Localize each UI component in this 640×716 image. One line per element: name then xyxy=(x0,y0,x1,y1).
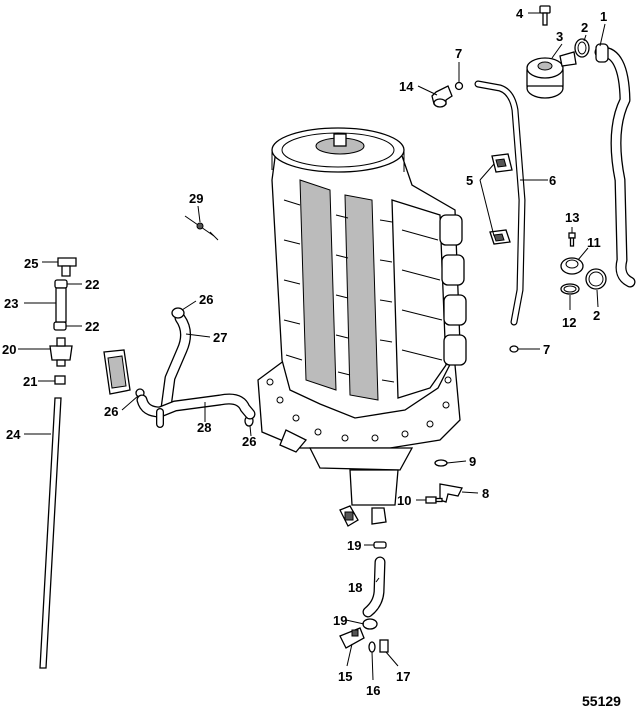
callout-6: 6 xyxy=(549,173,556,188)
part-22-clamp-upper xyxy=(54,279,68,289)
callout-24: 24 xyxy=(6,427,21,442)
callout-5: 5 xyxy=(466,173,473,188)
callout-16: 16 xyxy=(366,683,380,698)
callout-7-lower: 7 xyxy=(543,342,550,357)
callout-22-upper: 22 xyxy=(85,277,99,292)
callout-21: 21 xyxy=(23,374,37,389)
part-27-hose xyxy=(160,312,191,414)
callout-15: 15 xyxy=(338,669,352,684)
callout-26-left: 26 xyxy=(104,404,118,419)
part-26-clamp-top xyxy=(171,307,185,319)
callout-20: 20 xyxy=(2,342,16,357)
part-13-screw xyxy=(568,232,576,247)
part-10-bolt xyxy=(425,496,443,504)
part-18-hose xyxy=(362,556,386,618)
callout-26-right: 26 xyxy=(242,434,256,449)
part-11-cap xyxy=(560,257,584,275)
figure-number: 55129 xyxy=(582,693,621,709)
callout-1: 1 xyxy=(600,9,607,24)
callout-13: 13 xyxy=(565,210,579,225)
callout-12: 12 xyxy=(562,315,576,330)
part-1-hose xyxy=(594,43,636,288)
part-17-fitting xyxy=(379,639,389,653)
callout-27: 27 xyxy=(213,330,227,345)
module-bracket xyxy=(103,349,131,395)
callout-labels: 1 2 2 3 4 5 6 7 7 8 9 10 11 12 13 14 15 … xyxy=(2,6,607,698)
part-20-filter xyxy=(49,337,73,367)
leader-lines xyxy=(18,12,606,681)
callout-29: 29 xyxy=(189,191,203,206)
callout-22-lower: 22 xyxy=(85,319,99,334)
part-7-fitting-lower xyxy=(509,345,519,353)
callout-26-top: 26 xyxy=(199,292,213,307)
part-2-clamp-lower xyxy=(585,268,607,290)
callout-28: 28 xyxy=(197,420,211,435)
part-4-screw xyxy=(539,5,551,26)
callout-11: 11 xyxy=(587,235,601,250)
part-23-hose xyxy=(55,287,67,323)
part-5-bracket-lower xyxy=(489,229,511,245)
callout-18: 18 xyxy=(348,580,362,595)
part-12-o-ring xyxy=(560,283,580,295)
part-19-clamp-lower xyxy=(362,618,378,630)
callout-9: 9 xyxy=(469,454,476,469)
part-16-fitting xyxy=(368,641,376,653)
callout-25: 25 xyxy=(24,256,38,271)
callout-3: 3 xyxy=(556,29,563,44)
part-29-sensor xyxy=(184,215,219,241)
part-21-fitting xyxy=(54,375,66,385)
part-2-clamp-upper xyxy=(574,38,590,58)
callout-17: 17 xyxy=(396,669,410,684)
callout-7-upper: 7 xyxy=(455,46,462,61)
callout-10: 10 xyxy=(397,493,411,508)
callout-23: 23 xyxy=(4,296,18,311)
part-28-hose xyxy=(136,393,256,428)
callout-19-lower: 19 xyxy=(333,613,347,628)
part-22-clamp-lower xyxy=(53,321,67,331)
callout-8: 8 xyxy=(482,486,489,501)
callout-2-lower: 2 xyxy=(593,308,600,323)
callout-4: 4 xyxy=(516,6,524,21)
part-14-elbow xyxy=(431,85,453,108)
part-7-fitting-upper xyxy=(454,81,464,91)
engine-powerhead xyxy=(257,127,467,527)
part-8-bracket xyxy=(439,483,463,503)
part-3-housing xyxy=(526,51,577,99)
callout-19-upper: 19 xyxy=(347,538,361,553)
callout-2-upper: 2 xyxy=(581,20,588,35)
part-6-hose xyxy=(474,80,526,326)
part-5-bracket-upper xyxy=(491,153,513,173)
part-19-clamp-upper xyxy=(373,541,387,549)
part-25-tee xyxy=(57,257,77,277)
part-24-tube xyxy=(39,397,62,669)
part-9-o-ring xyxy=(434,459,448,467)
callout-14: 14 xyxy=(399,79,414,94)
part-15-fitting xyxy=(339,627,365,649)
